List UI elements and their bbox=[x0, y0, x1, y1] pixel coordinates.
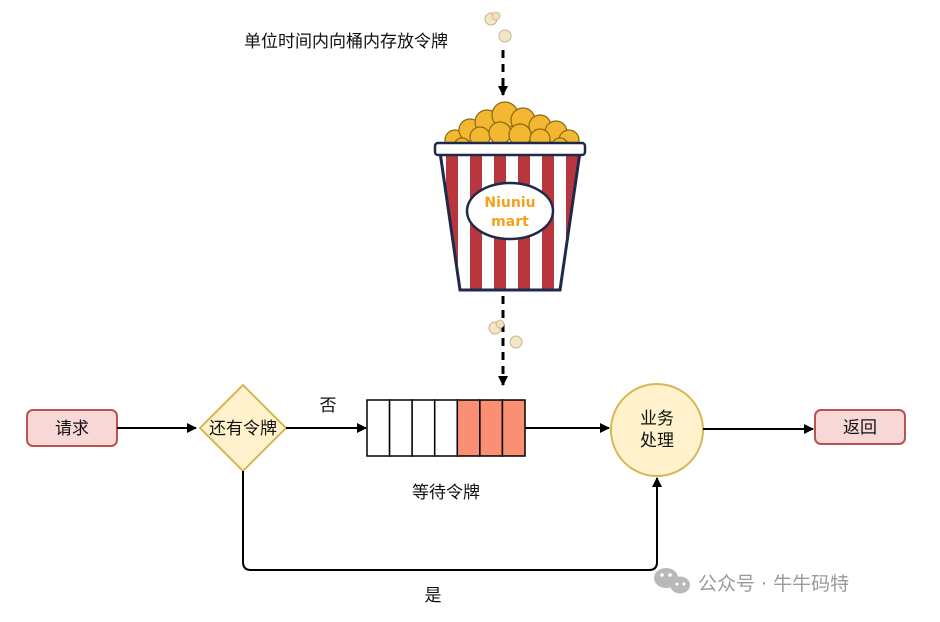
queue-slot-empty bbox=[388, 399, 413, 457]
popcorn-token-icon bbox=[484, 11, 512, 43]
watermark-text: 公众号 · 牛牛码特 bbox=[698, 573, 849, 595]
queue-slot-empty bbox=[411, 399, 436, 457]
bucket-logo-line2: mart bbox=[491, 214, 529, 230]
no-branch-label: 否 bbox=[320, 396, 337, 416]
edge-decision-to-process-yes bbox=[242, 471, 662, 571]
queue-slot-empty bbox=[366, 399, 391, 457]
return-box bbox=[814, 409, 906, 445]
process-label-line2: 处理 bbox=[640, 431, 674, 451]
wechat-icon bbox=[654, 568, 690, 594]
decision-label: 还有令牌 bbox=[209, 419, 277, 439]
request-label: 请求 bbox=[55, 419, 89, 439]
yes-branch-label: 是 bbox=[425, 586, 442, 606]
return-label: 返回 bbox=[843, 418, 877, 438]
process-circle bbox=[610, 383, 704, 477]
waiting-queue bbox=[366, 399, 526, 457]
queue-slot-filled bbox=[479, 399, 504, 457]
queue-slot-empty bbox=[433, 399, 459, 457]
top-caption: 单位时间内向桶内存放令牌 bbox=[244, 32, 448, 52]
queue-label: 等待令牌 bbox=[412, 483, 480, 503]
queue-slot-filled bbox=[456, 399, 481, 457]
process-label-line1: 业务 bbox=[640, 409, 674, 429]
bucket-logo-line1: Niuniu bbox=[484, 195, 535, 211]
popcorn-token-icon bbox=[488, 319, 523, 349]
queue-slot-filled bbox=[501, 399, 526, 457]
popcorn-bucket-icon: Niuniu mart bbox=[433, 101, 587, 292]
